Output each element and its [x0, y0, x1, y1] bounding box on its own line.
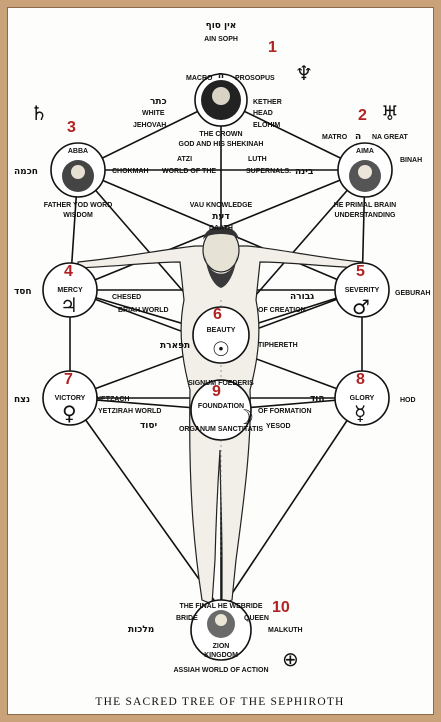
- geburah-hebrew: גבורה: [290, 292, 314, 302]
- bride-label: BRIDE: [176, 615, 198, 622]
- final-he-label: THE FINAL HE WEBRIDE: [179, 603, 262, 610]
- geburah-label: GEBURAH: [395, 290, 430, 297]
- sephira-3-number: 3: [67, 119, 76, 136]
- of-formation-label: OF FORMATION: [258, 408, 312, 415]
- yesod-hebrew: יסוד: [140, 421, 157, 431]
- world-of-the-label: WORLD OF THE: [162, 168, 216, 175]
- sephira-5-circle: [334, 262, 390, 318]
- sephira-1-arc-macro: MACRO: [186, 75, 213, 82]
- luth-label: LUTH: [248, 156, 267, 163]
- hod-label: HOD: [400, 397, 416, 404]
- atzi-label: ATZI: [177, 156, 192, 163]
- yetzirah-world-label: YETZIRAH WORLD: [98, 408, 161, 415]
- hod-hebrew: הוד: [310, 394, 325, 404]
- kether-hebrew: כתר: [150, 97, 167, 107]
- malkuth-label: MALKUTH: [268, 627, 303, 634]
- primal-brain-label: HE PRIMAL BRAIN: [334, 202, 396, 209]
- sephira-9-circle: [190, 379, 252, 441]
- daath-hebrew: דעת: [212, 212, 229, 222]
- briah-world-label: BRIAH WORLD: [118, 307, 169, 314]
- understanding-label: UNDERSTANDING: [335, 212, 396, 219]
- elohim-label: ELOHIM: [253, 122, 280, 129]
- venus-icon: ♀: [62, 401, 77, 425]
- sephira-1-letter: ה: [218, 71, 224, 81]
- assiah-label: ASSIAH WORLD OF ACTION: [173, 667, 268, 674]
- sephira-1-number: 1: [268, 39, 277, 56]
- sephira-7-number: 7: [64, 371, 73, 388]
- sun-icon: ☉: [212, 337, 230, 361]
- wisdom-label: WISDOM: [63, 212, 93, 219]
- sephira-2-name: AIMA: [356, 148, 374, 155]
- neptune-icon: ♆: [295, 61, 313, 85]
- sephira-8-name: GLORY: [350, 395, 375, 402]
- signum-label: SIGNUM FOEDERIS: [188, 380, 254, 387]
- tree-illustration: אין סוף AIN SOPH 1 ♆ MACRO PROSOPUS ה TH…: [14, 21, 430, 708]
- saturn-icon: ♄: [30, 101, 48, 125]
- white-label: WHITE: [142, 110, 165, 117]
- yesod-label: YESOD: [266, 423, 291, 430]
- kether-label: KETHER: [253, 99, 282, 106]
- jehovah-label: JEHOVAH: [133, 122, 166, 129]
- jupiter-icon: ♃: [60, 293, 78, 317]
- sephira-7-name: VICTORY: [55, 395, 86, 402]
- sephira-4-number: 4: [64, 263, 73, 280]
- sephira-2-letter: ה: [355, 132, 361, 142]
- sephira-4-name: MERCY: [57, 287, 83, 294]
- moon-icon: ☽: [236, 405, 254, 429]
- ain-soph-hebrew: אין סוף: [206, 21, 237, 31]
- chokmah-hebrew: חכמה: [14, 167, 38, 177]
- caption-title: THE SACRED TREE OF THE SEPHIROTH: [95, 696, 344, 708]
- earth-icon: ⊕: [282, 647, 299, 671]
- ain-soph-label: AIN SOPH: [204, 36, 238, 43]
- malkuth-hebrew: מלכות: [128, 625, 154, 635]
- sephira-10-number: 10: [272, 599, 290, 616]
- head-label: HEAD: [253, 110, 273, 117]
- sephira-6-name: BEAUTY: [207, 327, 236, 334]
- sephira-6-circle: [192, 306, 250, 364]
- sephira-10-name: KINGDOM: [204, 652, 238, 659]
- sephira-5-number: 5: [356, 263, 365, 280]
- sephira-8-circle: [334, 370, 390, 426]
- sephira-7-circle: [42, 370, 98, 426]
- matro-label: MATRO: [322, 134, 348, 141]
- sephira-2-number: 2: [358, 107, 367, 124]
- sephira-1-sub: GOD AND HIS SHEKINAH: [179, 141, 264, 148]
- binah-hebrew: בינה: [295, 167, 314, 177]
- chesed-label: CHESED: [112, 294, 141, 301]
- sephira-9-name: FOUNDATION: [198, 403, 244, 410]
- queen-label: QUEEN: [244, 615, 269, 622]
- tiphereth-hebrew: תפארת: [160, 341, 190, 351]
- daath-label: DAATH: [209, 225, 233, 232]
- binah-label: BINAH: [400, 157, 422, 164]
- organum-label: ORGANUM SANCTITATIS: [179, 426, 263, 433]
- chokmah-label: CHOKMAH: [112, 168, 149, 175]
- netzach-label: NETZACH: [96, 396, 129, 403]
- tiphereth-label: TIPHERETH: [258, 342, 298, 349]
- netzach-hebrew: נצח: [14, 395, 30, 405]
- sephira-3-sub: FATHER YOD WORD: [44, 202, 113, 209]
- uranus-icon: ♅: [381, 101, 399, 125]
- sephira-1-arc-prosopus: PROSOPUS: [235, 75, 275, 82]
- mercury-icon: ☿: [354, 401, 366, 425]
- of-creation-label: OF CREATION: [258, 307, 306, 314]
- sephira-8-number: 8: [356, 371, 365, 388]
- zion-label: ZION: [213, 643, 230, 650]
- chesed-hebrew: חסד: [14, 287, 32, 297]
- sephira-6-number: 6: [213, 306, 222, 323]
- supernals-label: SUPERNALS.: [246, 168, 291, 175]
- mars-icon: ♂: [352, 295, 370, 319]
- sephira-5-name: SEVERITY: [345, 287, 380, 294]
- sephira-1-name: THE CROWN: [199, 131, 242, 138]
- sephira-3-name: ABBA: [68, 148, 88, 155]
- vau-knowledge-label: VAU KNOWLEDGE: [190, 202, 253, 209]
- sephira-9-number: 9: [212, 383, 221, 400]
- na-great-label: NA GREAT: [372, 134, 409, 141]
- sephira-4-circle: [42, 262, 98, 318]
